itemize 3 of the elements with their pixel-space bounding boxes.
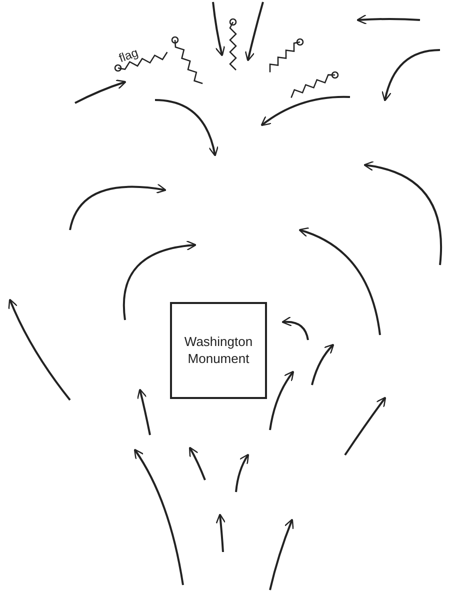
monument-label: Washington Monument [183,334,254,368]
flag-label: flag [117,45,140,66]
monument-box [170,302,267,399]
